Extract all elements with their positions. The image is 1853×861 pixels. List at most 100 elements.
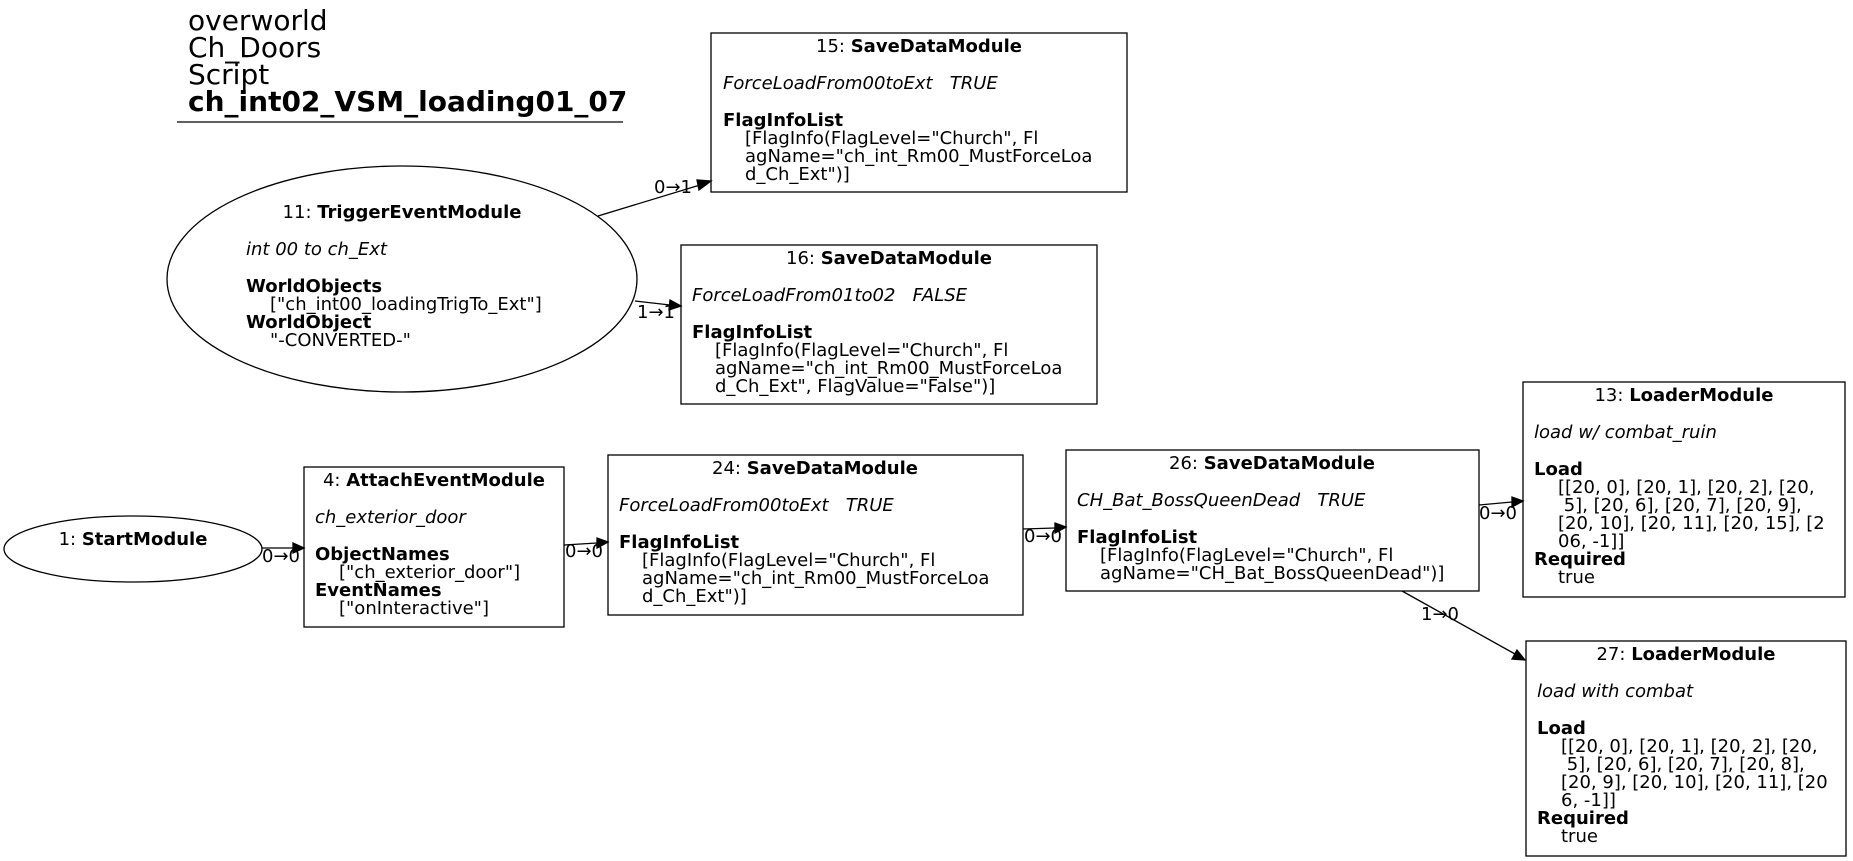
node-1-startmodule[interactable]: 1: StartModule — [3, 515, 263, 583]
edge-1-4: 0→0 — [262, 541, 306, 567]
node-box — [1065, 449, 1480, 592]
header-script-name: ch_int02_VSM_loading01_07 — [188, 85, 627, 118]
node-prop-value-line: 6, -1]] — [1561, 790, 1616, 811]
edge-line — [1478, 501, 1513, 506]
node-label: ch_exterior_door — [315, 507, 467, 528]
node-box — [1525, 640, 1847, 857]
node-prop-value-line: 5], [20, 6], [20, 7], [20, 8], — [1561, 754, 1805, 775]
edge-label: 0→0 — [1024, 526, 1062, 547]
node-prop-value-line: [FlagInfo(FlagLevel="Church", Fl — [1100, 545, 1393, 566]
node-prop-value: ["ch_int00_loadingTrigTo_Ext"] — [270, 294, 542, 315]
node-heading: 11: TriggerEventModule — [283, 202, 522, 223]
node-26-savedatamodule[interactable]: 26: SaveDataModule CH_Bat_BossQueenDead … — [1065, 449, 1480, 592]
edge-4-24: 0→0 — [563, 537, 610, 562]
node-heading: 15: SaveDataModule — [816, 36, 1022, 57]
node-label: int 00 to ch_Ext — [246, 239, 388, 260]
node-label: ForceLoadFrom00toExt TRUE — [723, 73, 998, 94]
edge-arrowhead — [1511, 496, 1525, 509]
node-prop-value-line: [20, 9], [20, 10], [20, 11], [20 — [1561, 772, 1828, 793]
edge-arrowhead — [292, 541, 306, 555]
node-prop-value-line: agName="ch_int_Rm00_MustForceLoa — [715, 358, 1062, 379]
edge-26-13: 0→0 — [1478, 496, 1525, 524]
edge-label: 1→1 — [637, 302, 675, 323]
node-prop-name: Load — [1534, 459, 1583, 480]
node-prop-name: FlagInfoList — [723, 110, 844, 131]
node-label: load with combat — [1537, 681, 1694, 702]
node-prop-name: FlagInfoList — [1077, 527, 1198, 548]
node-prop-value-line: d_Ch_Ext", FlagValue="False")] — [715, 376, 995, 397]
node-prop-value: ["onInteractive"] — [339, 598, 489, 619]
node-prop-name: WorldObject — [246, 312, 372, 333]
node-prop-name: WorldObjects — [246, 276, 382, 297]
edge-arrowhead — [696, 179, 713, 192]
node-15-savedatamodule[interactable]: 15: SaveDataModule ForceLoadFrom00toExt … — [710, 32, 1128, 193]
node-heading: 27: LoaderModule — [1596, 644, 1775, 665]
edge-arrowhead — [668, 298, 683, 311]
header-line-category: overworld — [188, 4, 328, 37]
node-27-loadermodule[interactable]: 27: LoaderModule load with combat Load [… — [1525, 640, 1847, 857]
graph-header: overworld Ch_Doors Script ch_int02_VSM_l… — [177, 4, 627, 123]
node-24-savedatamodule[interactable]: 24: SaveDataModule ForceLoadFrom00toExt … — [607, 454, 1024, 616]
node-box — [303, 466, 565, 628]
edge-24-26: 0→0 — [1022, 522, 1068, 547]
edge-11-16: 1→1 — [634, 298, 683, 323]
node-prop-value: ["ch_exterior_door"] — [339, 562, 520, 583]
edge-line — [634, 300, 671, 306]
node-prop-value-line: 06, -1]] — [1558, 531, 1624, 552]
node-prop-value-line: d_Ch_Ext")] — [745, 164, 850, 185]
node-label: ForceLoadFrom00toExt TRUE — [619, 495, 894, 516]
edge-line — [1401, 590, 1516, 655]
node-prop-value-line: [[20, 0], [20, 1], [20, 2], [20, — [1558, 477, 1815, 498]
node-box — [680, 244, 1098, 405]
node-prop-value: "-CONVERTED-" — [270, 330, 411, 351]
node-prop-name: Load — [1537, 718, 1586, 739]
node-prop-name: Required — [1534, 549, 1626, 570]
node-prop-value-line: agName="ch_int_Rm00_MustForceLoa — [642, 568, 989, 589]
node-prop-value-line: agName="CH_Bat_BossQueenDead")] — [1100, 563, 1444, 584]
node-13-loadermodule[interactable]: 13: LoaderModule load w/ combat_ruin Loa… — [1522, 381, 1846, 598]
node-prop-value-line: [FlagInfo(FlagLevel="Church", Fl — [745, 128, 1038, 149]
edge-label: 0→1 — [654, 177, 692, 198]
node-prop-name: FlagInfoList — [619, 532, 740, 553]
header-line-subcategory: Ch_Doors — [188, 31, 321, 64]
node-prop-value-line: agName="ch_int_Rm00_MustForceLoa — [745, 146, 1092, 167]
edge-11-15: 0→1 — [597, 177, 713, 217]
node-box — [607, 454, 1024, 616]
edge-line — [563, 542, 598, 546]
node-heading: 24: SaveDataModule — [712, 458, 918, 479]
node-prop-value: true — [1558, 567, 1595, 588]
edge-label: 0→0 — [262, 546, 300, 567]
node-prop-value-line: [[20, 0], [20, 1], [20, 2], [20, — [1561, 736, 1818, 757]
edge-line — [1022, 527, 1056, 530]
node-prop-value-line: [20, 10], [20, 11], [20, 15], [2 — [1558, 513, 1825, 534]
header-line-kind: Script — [188, 58, 269, 91]
node-prop-name: EventNames — [315, 580, 442, 601]
node-11-triggereventmodule[interactable]: 11: TriggerEventModule int 00 to ch_Ext … — [166, 165, 638, 393]
node-label: ForceLoadFrom01to02 FALSE — [692, 285, 968, 306]
node-ellipse — [3, 515, 263, 583]
node-prop-name: FlagInfoList — [692, 322, 813, 343]
node-prop-value-line: [FlagInfo(FlagLevel="Church", Fl — [642, 550, 935, 571]
node-prop-name: Required — [1537, 808, 1629, 829]
node-box — [710, 32, 1128, 193]
node-heading: 1: StartModule — [59, 529, 208, 550]
node-16-savedatamodule[interactable]: 16: SaveDataModule ForceLoadFrom01to02 F… — [680, 244, 1098, 405]
node-heading: 4: AttachEventModule — [323, 470, 545, 491]
node-prop-value-line: 5], [20, 6], [20, 7], [20, 9], — [1558, 495, 1802, 516]
edge-label: 1→0 — [1421, 604, 1459, 625]
edge-arrowhead — [1510, 648, 1527, 661]
node-prop-value-line: [FlagInfo(FlagLevel="Church", Fl — [715, 340, 1008, 361]
edge-line — [597, 184, 701, 217]
edge-arrowhead — [596, 537, 610, 550]
node-prop-value: true — [1561, 826, 1598, 847]
node-heading: 26: SaveDataModule — [1169, 453, 1375, 474]
node-heading: 13: LoaderModule — [1594, 385, 1773, 406]
node-box — [1522, 381, 1846, 598]
node-4-attacheventmodule[interactable]: 4: AttachEventModule ch_exterior_door Ob… — [303, 466, 565, 628]
node-label: load w/ combat_ruin — [1534, 422, 1717, 443]
node-heading: 16: SaveDataModule — [786, 248, 992, 269]
edge-label: 0→0 — [1479, 503, 1517, 524]
node-prop-name: ObjectNames — [315, 544, 450, 565]
edge-26-27: 1→0 — [1401, 590, 1527, 661]
node-label: CH_Bat_BossQueenDead TRUE — [1077, 490, 1366, 511]
